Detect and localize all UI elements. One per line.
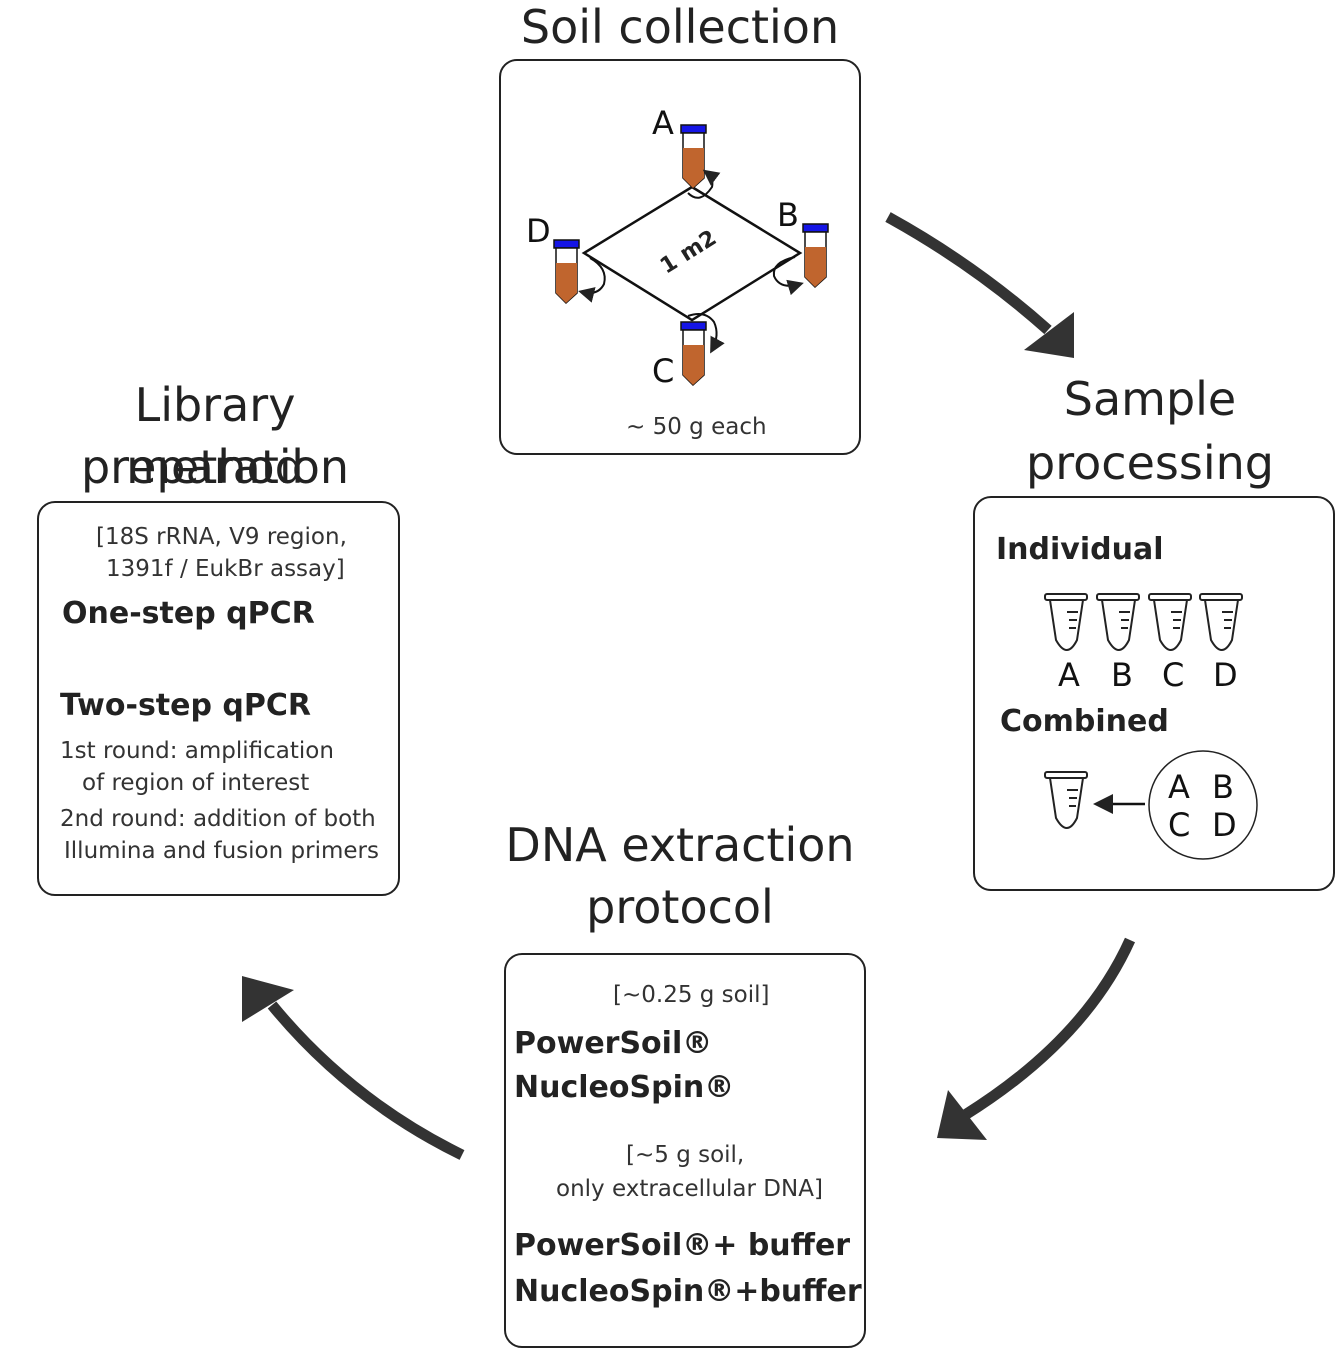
individual-tube-label-c: C [1162,656,1185,694]
cycle-arrow-2 [937,937,1136,1140]
tube-label-a: A [652,104,674,142]
sampling-square [581,185,803,322]
combined-label: Combined [1000,704,1169,739]
kit-powersoil: PowerSoil® [514,1026,713,1061]
soil-tube-a [680,124,707,190]
curl-arrow-d [578,257,606,303]
round1-line1: 1st round: amplification [60,738,334,764]
kit-nucleospin-buffer: NucleoSpin®+buffer [514,1274,862,1309]
combined-circle [1148,750,1258,860]
dna-extraction-title-line2: protocol [586,880,774,934]
soil-tube-c [680,321,707,387]
cycle-arrow-1 [885,212,1074,358]
library-note-line2: 1391f / EukBr assay] [106,556,345,582]
combined-letter-b: B [1212,768,1234,806]
dna-extraction-title-line1: DNA extraction [505,818,855,872]
library-prep-title-line2: method [126,440,304,494]
tube-label-c: C [652,352,675,390]
round2-line1: 2nd round: addition of both [60,806,376,832]
method-one-step: One-step qPCR [62,596,315,631]
microtube-a [1044,593,1088,651]
microtube-c [1148,593,1192,651]
individual-tube-label-b: B [1111,656,1133,694]
individual-label: Individual [996,532,1164,567]
combined-tube [1044,771,1088,829]
individual-tubes [1044,593,1243,651]
library-note-line1: [18S rRNA, V9 region, [96,524,347,550]
method-two-step: Two-step qPCR [60,688,311,723]
dna-note-1: [~0.25 g soil] [613,982,770,1008]
round2-line2: Illumina and fusion primers [64,838,379,864]
combined-letter-a: A [1168,768,1190,806]
dna-note-2-line2: only extracellular DNA] [556,1176,823,1202]
soil-collection-title: Soil collection [520,0,840,54]
cycle-arrow-3 [242,976,465,1160]
individual-tube-label-d: D [1213,656,1238,694]
microtube-b [1096,593,1140,651]
curl-arrow-c [687,313,725,354]
sample-processing-title-line1: Sample [1063,372,1237,426]
curl-arrow-a [687,169,721,199]
kit-nucleospin: NucleoSpin® [514,1070,735,1105]
kit-powersoil-buffer: PowerSoil®+ buffer [514,1228,851,1263]
soil-tube-b [802,223,829,289]
sample-processing-title-line2: processing [1026,436,1274,490]
tube-label-b: B [777,196,799,234]
round1-line2: of region of interest [82,770,310,796]
library-prep-title-line1: Library preparation [80,378,349,494]
microtube-d [1199,593,1243,651]
combined-letter-d: D [1212,806,1237,844]
curl-arrow-b [772,256,804,296]
soil-amount-note: ~ 50 g each [626,414,767,440]
tube-label-d: D [526,212,551,250]
library-prep-panel [37,501,400,896]
combined-letter-c: C [1168,806,1191,844]
individual-tube-label-a: A [1058,656,1080,694]
dna-extraction-panel [504,953,866,1348]
dna-note-2-line1: [~5 g soil, [626,1142,745,1168]
soil-tube-d [553,239,580,305]
